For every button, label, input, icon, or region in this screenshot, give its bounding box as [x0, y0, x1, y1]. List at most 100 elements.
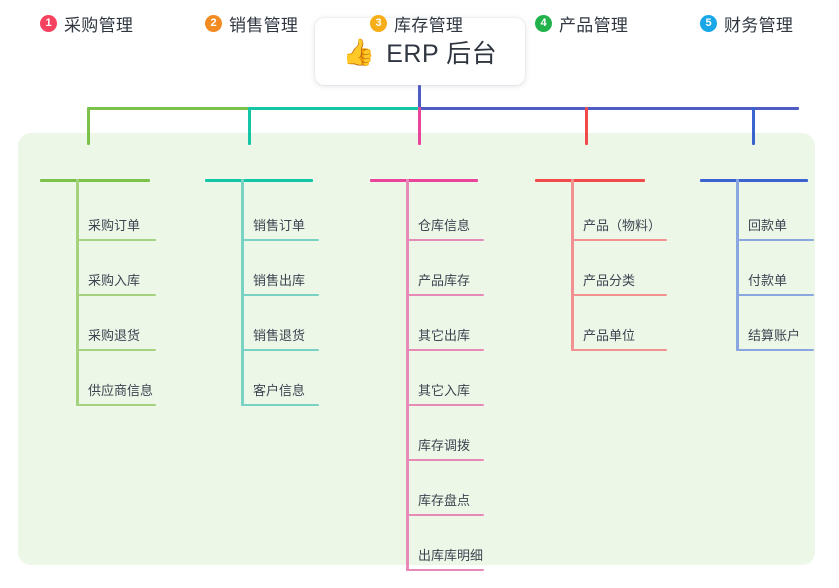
- leaf-rule: [241, 349, 319, 351]
- branch-stem-4: [585, 107, 588, 145]
- branch-trunk-1: [76, 179, 79, 406]
- branch-column-5: 5 财务管理回款单付款单结算账户: [700, 0, 839, 588]
- root-node[interactable]: 👍 ERP 后台: [315, 18, 525, 85]
- leaf-item[interactable]: 采购退货: [76, 296, 156, 351]
- branch-title-5: 财务管理: [724, 16, 794, 35]
- leaf-label: 产品库存: [418, 273, 471, 288]
- leaf-rule: [736, 294, 814, 296]
- leaf-rule: [76, 404, 156, 406]
- branch-rule-1: [40, 179, 150, 182]
- leaf-item[interactable]: 采购入库: [76, 241, 156, 296]
- branch-column-3: 3 库存管理仓库信息产品库存其它出库其它入库库存调拨库存盘点出库库明细: [370, 0, 530, 588]
- branch-stem-2: [248, 107, 251, 145]
- branch-rule-5: [700, 179, 808, 182]
- branch-stem-3: [418, 107, 421, 145]
- leaf-label: 销售订单: [253, 218, 306, 233]
- leaf-item[interactable]: 销售订单: [241, 186, 319, 241]
- leaf-item[interactable]: 仓库信息: [406, 186, 484, 241]
- branch-stem-5: [752, 107, 755, 145]
- branch-trunk-3: [406, 179, 409, 571]
- leaf-rule: [406, 349, 484, 351]
- leaf-label: 库存调拨: [418, 438, 471, 453]
- branch-trunk-5: [736, 179, 739, 351]
- leaf-item[interactable]: 产品分类: [571, 241, 667, 296]
- leaf-label: 仓库信息: [418, 218, 471, 233]
- leaf-rule: [241, 294, 319, 296]
- leaf-rule: [406, 294, 484, 296]
- leaf-item[interactable]: 销售出库: [241, 241, 319, 296]
- leaf-label: 其它出库: [418, 328, 471, 343]
- branch-rule-4: [535, 179, 645, 182]
- root-node-title: ERP 后台: [386, 39, 498, 68]
- leaf-item[interactable]: 其它入库: [406, 351, 484, 406]
- bus-indigo: [419, 107, 799, 110]
- leaf-rule: [76, 294, 156, 296]
- leaf-item[interactable]: 库存盘点: [406, 461, 484, 516]
- leaf-label: 采购入库: [88, 273, 141, 288]
- leaf-item[interactable]: 产品单位: [571, 296, 667, 351]
- branch-header-3[interactable]: 3 库存管理: [370, 11, 463, 36]
- leaf-label: 产品单位: [583, 328, 636, 343]
- leaf-item[interactable]: 库存调拨: [406, 406, 484, 461]
- leaf-rule: [76, 239, 156, 241]
- bus-green: [88, 107, 249, 110]
- branch-badge-5: 5: [700, 15, 717, 32]
- branch-title-4: 产品管理: [559, 16, 629, 35]
- leaf-label: 其它入库: [418, 383, 471, 398]
- leaf-item[interactable]: 客户信息: [241, 351, 319, 406]
- thumbs-up-emoji: 👍: [342, 36, 376, 67]
- leaf-rule: [736, 239, 814, 241]
- leaf-label: 采购订单: [88, 218, 141, 233]
- leaf-item[interactable]: 出库库明细: [406, 516, 484, 571]
- bus-teal: [249, 107, 419, 110]
- leaf-item[interactable]: 产品库存: [406, 241, 484, 296]
- branch-header-1[interactable]: 1 采购管理: [40, 11, 133, 36]
- leaf-rule: [571, 349, 667, 351]
- leaf-label: 产品（物料）: [583, 218, 662, 233]
- leaf-label: 出库库明细: [418, 548, 484, 563]
- branch-rule-2: [205, 179, 313, 182]
- branch-title-3: 库存管理: [394, 16, 464, 35]
- leaf-label: 采购退货: [88, 328, 141, 343]
- leaf-label: 回款单: [748, 218, 788, 233]
- leaf-item[interactable]: 供应商信息: [76, 351, 156, 406]
- leaf-rule: [406, 514, 484, 516]
- leaf-label: 付款单: [748, 273, 788, 288]
- branch-badge-3: 3: [370, 15, 387, 32]
- leaf-label: 客户信息: [253, 383, 306, 398]
- leaf-label: 库存盘点: [418, 493, 471, 508]
- branch-badge-1: 1: [40, 15, 57, 32]
- branch-stem-1: [87, 107, 90, 145]
- leaf-item[interactable]: 其它出库: [406, 296, 484, 351]
- leaf-item[interactable]: 采购订单: [76, 186, 156, 241]
- branch-rule-3: [370, 179, 478, 182]
- leaf-rule: [406, 239, 484, 241]
- leaf-label: 产品分类: [583, 273, 636, 288]
- leaf-rule: [76, 349, 156, 351]
- branch-trunk-2: [241, 179, 244, 406]
- leaf-rule: [406, 569, 484, 571]
- leaf-item[interactable]: 销售退货: [241, 296, 319, 351]
- root-stem: [418, 85, 421, 110]
- leaf-label: 结算账户: [748, 328, 801, 343]
- leaf-rule: [736, 349, 814, 351]
- leaf-rule: [571, 239, 667, 241]
- branch-badge-2: 2: [205, 15, 222, 32]
- leaf-item[interactable]: 付款单: [736, 241, 814, 296]
- leaf-label: 供应商信息: [88, 383, 154, 398]
- leaf-item[interactable]: 产品（物料）: [571, 186, 667, 241]
- root-node-content: 👍 ERP 后台: [343, 34, 497, 70]
- branch-title-1: 采购管理: [64, 16, 134, 35]
- leaf-item[interactable]: 回款单: [736, 186, 814, 241]
- branch-header-5[interactable]: 5 财务管理: [700, 11, 793, 36]
- leaf-rule: [241, 404, 319, 406]
- leaf-label: 销售退货: [253, 328, 306, 343]
- leaf-rule: [571, 294, 667, 296]
- leaf-label: 销售出库: [253, 273, 306, 288]
- leaf-item[interactable]: 结算账户: [736, 296, 814, 351]
